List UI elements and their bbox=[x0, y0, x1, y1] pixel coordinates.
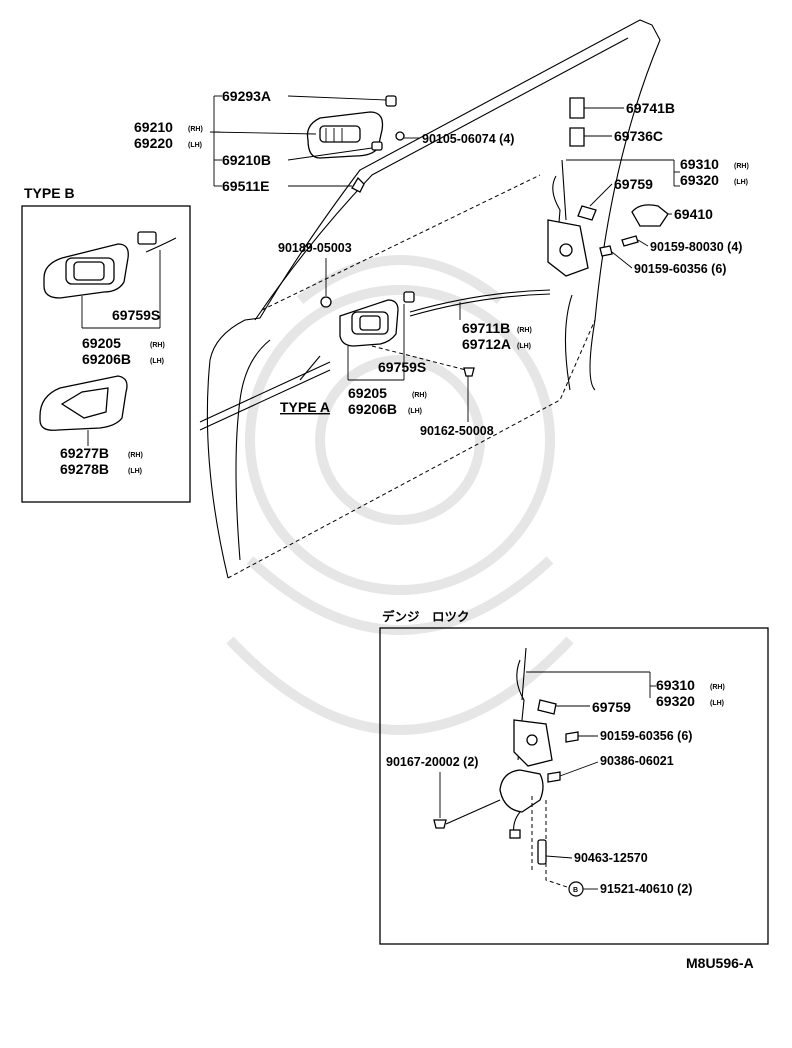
label-type-b-69759s: 69759S bbox=[112, 307, 160, 323]
label-69410: 69410 bbox=[674, 206, 713, 222]
label-pl-90463-12570: 90463-12570 bbox=[574, 851, 648, 865]
label-type-b-69205-side: (RH) bbox=[150, 342, 165, 349]
label-type-a-69206b: 69206B bbox=[348, 401, 397, 417]
label-69277b: 69277B bbox=[60, 445, 109, 461]
label-69712a-side: (LH) bbox=[517, 343, 531, 350]
label-pl-90159-60356: 90159-60356 (6) bbox=[600, 729, 692, 743]
label-69220-side: (LH) bbox=[188, 142, 202, 149]
label-69741b: 69741B bbox=[626, 100, 675, 116]
label-type-a-69206b-side: (LH) bbox=[408, 408, 422, 415]
label-type-b-69205: 69205 bbox=[82, 335, 121, 351]
top-label-lines bbox=[209, 95, 420, 187]
label-pl-69310-side: (RH) bbox=[710, 684, 725, 691]
label-69210-side: (RH) bbox=[188, 126, 203, 133]
label-type-a-69759s: 69759S bbox=[378, 359, 426, 375]
label-pl-69310: 69310 bbox=[656, 677, 695, 693]
door-latch-assembly bbox=[547, 97, 669, 277]
right-label-lines bbox=[566, 107, 680, 269]
label-69220: 69220 bbox=[134, 135, 173, 151]
label-pl-69320: 69320 bbox=[656, 693, 695, 709]
label-90159-80030: 90159-80030 (4) bbox=[650, 240, 742, 254]
label-90162-50008: 90162-50008 bbox=[420, 424, 494, 438]
label-69310-side: (RH) bbox=[734, 163, 749, 170]
label-69711b-side: (RH) bbox=[517, 327, 532, 334]
label-69210: 69210 bbox=[134, 119, 173, 135]
label-type-a-69205-side: (RH) bbox=[412, 392, 427, 399]
label-90189-05003: 90189-05003 bbox=[278, 241, 352, 255]
label-69736c: 69736C bbox=[614, 128, 663, 144]
power-lock-title: デンジ ロツク bbox=[382, 609, 470, 624]
diagram-code: M8U596-A bbox=[686, 955, 754, 971]
label-69278b: 69278B bbox=[60, 461, 109, 477]
label-type-b-69206b: 69206B bbox=[82, 351, 131, 367]
label-69711b: 69711B bbox=[462, 320, 510, 336]
label-69759: 69759 bbox=[614, 176, 653, 192]
label-69293a: 69293A bbox=[222, 88, 271, 104]
label-90159-60356: 90159-60356 (6) bbox=[634, 262, 726, 276]
label-pl-91521-40610: 91521-40610 (2) bbox=[600, 882, 692, 896]
label-90105-06074: 90105-06074 (4) bbox=[422, 132, 514, 146]
label-69511e: 69511E bbox=[222, 178, 270, 194]
label-type-b-69206b-side: (LH) bbox=[150, 358, 164, 365]
label-pl-69759: 69759 bbox=[592, 699, 631, 715]
label-pl-90386-06021: 90386-06021 bbox=[600, 754, 674, 768]
label-69320-side: (LH) bbox=[734, 179, 748, 186]
label-69310: 69310 bbox=[680, 156, 719, 172]
power-lock-box bbox=[379, 627, 769, 945]
label-pl-90167-20002: 90167-20002 (2) bbox=[386, 755, 478, 769]
power-lock-label-lines bbox=[439, 671, 656, 890]
label-69277b-side: (RH) bbox=[128, 452, 143, 459]
label-type-a-69205: 69205 bbox=[348, 385, 387, 401]
door-outline bbox=[199, 19, 661, 579]
inside-handle-type-b bbox=[39, 231, 177, 446]
label-pl-b-marker: B bbox=[573, 887, 578, 894]
type-b-box bbox=[21, 205, 191, 503]
label-pl-69320-side: (LH) bbox=[710, 700, 724, 707]
outside-handle bbox=[306, 95, 405, 193]
label-69712a: 69712A bbox=[462, 336, 511, 352]
label-type-b: TYPE B bbox=[24, 185, 75, 201]
label-type-a: TYPE A bbox=[280, 399, 330, 415]
power-lock-assembly bbox=[433, 647, 584, 897]
label-69210b: 69210B bbox=[222, 152, 271, 168]
label-69278b-side: (LH) bbox=[128, 468, 142, 475]
label-69320: 69320 bbox=[680, 172, 719, 188]
inside-handle-type-a bbox=[320, 258, 551, 422]
